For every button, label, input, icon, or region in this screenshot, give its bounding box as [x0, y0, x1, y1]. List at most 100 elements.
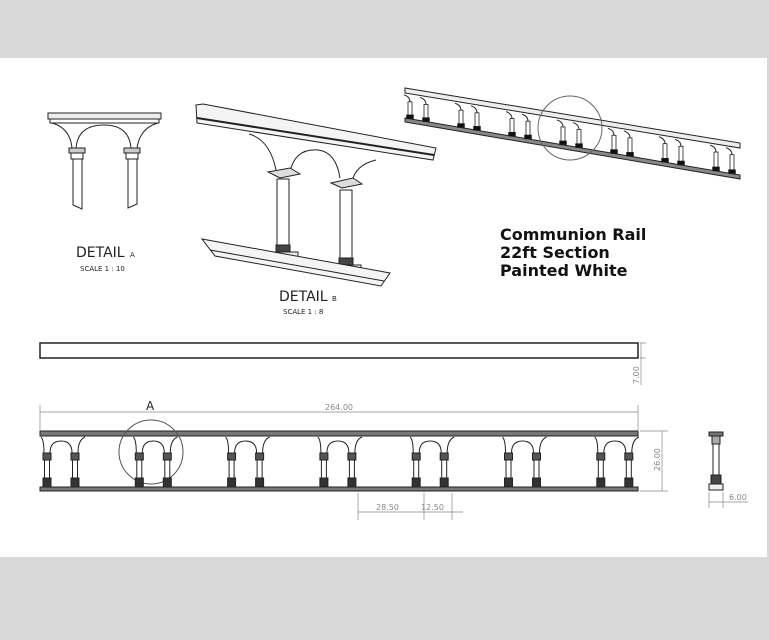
detail-a-view — [47, 112, 162, 210]
iso-arch — [556, 119, 564, 127]
detail-b-view — [195, 103, 437, 287]
detail-b-scale: SCALE 1 : 8 — [283, 308, 323, 316]
column-base — [347, 477, 357, 488]
column-shaft — [136, 459, 143, 479]
column-capital — [624, 452, 634, 461]
iso-arch — [419, 96, 427, 105]
column-shaft — [320, 459, 327, 479]
detail-a-callout: A — [146, 399, 155, 413]
iso-column — [525, 120, 531, 138]
column-base — [70, 477, 80, 488]
iso-arch — [709, 144, 717, 153]
detail-a-label: DETAIL — [76, 245, 125, 261]
isometric-view — [403, 87, 741, 180]
column-base — [162, 477, 172, 488]
iso-column-base — [457, 123, 465, 128]
iso-column — [729, 154, 735, 173]
dim-pair-spacing: 28.50 — [376, 503, 399, 512]
column-base — [532, 477, 541, 488]
iso-column — [713, 151, 719, 170]
detail-b-label: DETAIL — [279, 289, 328, 305]
arch — [594, 436, 640, 454]
title-block: Communion Rail 22ft Section Painted Whit… — [500, 226, 646, 280]
iso-column-base — [508, 131, 516, 137]
column-base — [504, 477, 513, 488]
column-pair — [409, 436, 455, 488]
detail-a-scale: SCALE 1 : 10 — [80, 265, 125, 273]
column-capital — [227, 452, 237, 461]
iso-arch — [658, 136, 666, 144]
column-base — [227, 477, 237, 488]
column-capital — [255, 452, 265, 461]
title-line-3: Painted White — [500, 261, 628, 280]
dim-rail-depth: 7.00 — [632, 366, 641, 384]
column-base — [596, 477, 606, 488]
column-base — [134, 477, 144, 488]
iso-arch — [403, 94, 411, 102]
front-view — [39, 419, 640, 492]
arch — [502, 436, 547, 454]
iso-column — [611, 134, 617, 152]
column-pair — [225, 436, 270, 488]
iso-column-base — [559, 140, 567, 146]
iso-arch — [725, 147, 733, 155]
column-base — [439, 477, 449, 488]
arch — [225, 436, 270, 454]
dimension-lines — [39, 342, 748, 520]
iso-column — [678, 145, 684, 164]
side-view — [708, 431, 724, 491]
dim-column-spacing: 12.50 — [421, 503, 444, 512]
iso-column-base — [473, 126, 481, 131]
iso-column — [560, 126, 566, 144]
iso-arch — [454, 102, 462, 111]
column-capital — [532, 452, 541, 461]
column-shaft — [348, 459, 355, 479]
iso-arch — [623, 130, 631, 138]
dim-height: 26.00 — [653, 448, 662, 471]
column-capital — [134, 452, 144, 461]
iso-column-base — [524, 134, 532, 140]
column-pair — [40, 436, 86, 488]
column-base — [255, 477, 265, 488]
column-capital — [319, 452, 329, 461]
iso-column-base — [610, 149, 618, 154]
column-shaft — [44, 459, 50, 479]
iso-column — [662, 143, 668, 161]
iso-column — [627, 137, 633, 155]
column-capital — [347, 452, 357, 461]
column-capital — [439, 452, 449, 461]
column-capital — [162, 452, 172, 461]
iso-arch — [607, 127, 615, 136]
arch — [409, 436, 455, 454]
iso-column-base — [728, 169, 736, 174]
iso-column — [576, 129, 582, 147]
iso-arch — [674, 138, 682, 147]
iso-column-base — [712, 166, 720, 172]
column-pair — [132, 436, 178, 488]
plan-view — [39, 342, 639, 359]
detail-a-letter: A — [130, 251, 135, 259]
detail-b-circle — [537, 95, 603, 161]
iso-arch — [521, 113, 529, 122]
column-capital — [504, 452, 513, 461]
iso-column — [474, 112, 480, 129]
column-shaft — [228, 459, 235, 479]
iso-column — [423, 104, 429, 120]
detail-a-circle — [118, 419, 184, 485]
iso-column-base — [406, 114, 414, 120]
iso-arch — [470, 105, 478, 113]
column-shaft — [441, 459, 448, 479]
column-base — [319, 477, 329, 488]
column-capital — [42, 452, 52, 461]
column-shaft — [72, 459, 78, 479]
iso-column — [407, 101, 413, 118]
column-shaft — [625, 459, 632, 479]
column-capital — [596, 452, 606, 461]
detail-b-letter: B — [332, 295, 337, 303]
iso-column — [458, 109, 464, 126]
column-shaft — [533, 459, 540, 479]
iso-arch — [572, 122, 580, 130]
dim-overall-length: 264.00 — [325, 403, 353, 412]
column-shaft — [164, 459, 171, 479]
iso-column-base — [626, 152, 634, 157]
